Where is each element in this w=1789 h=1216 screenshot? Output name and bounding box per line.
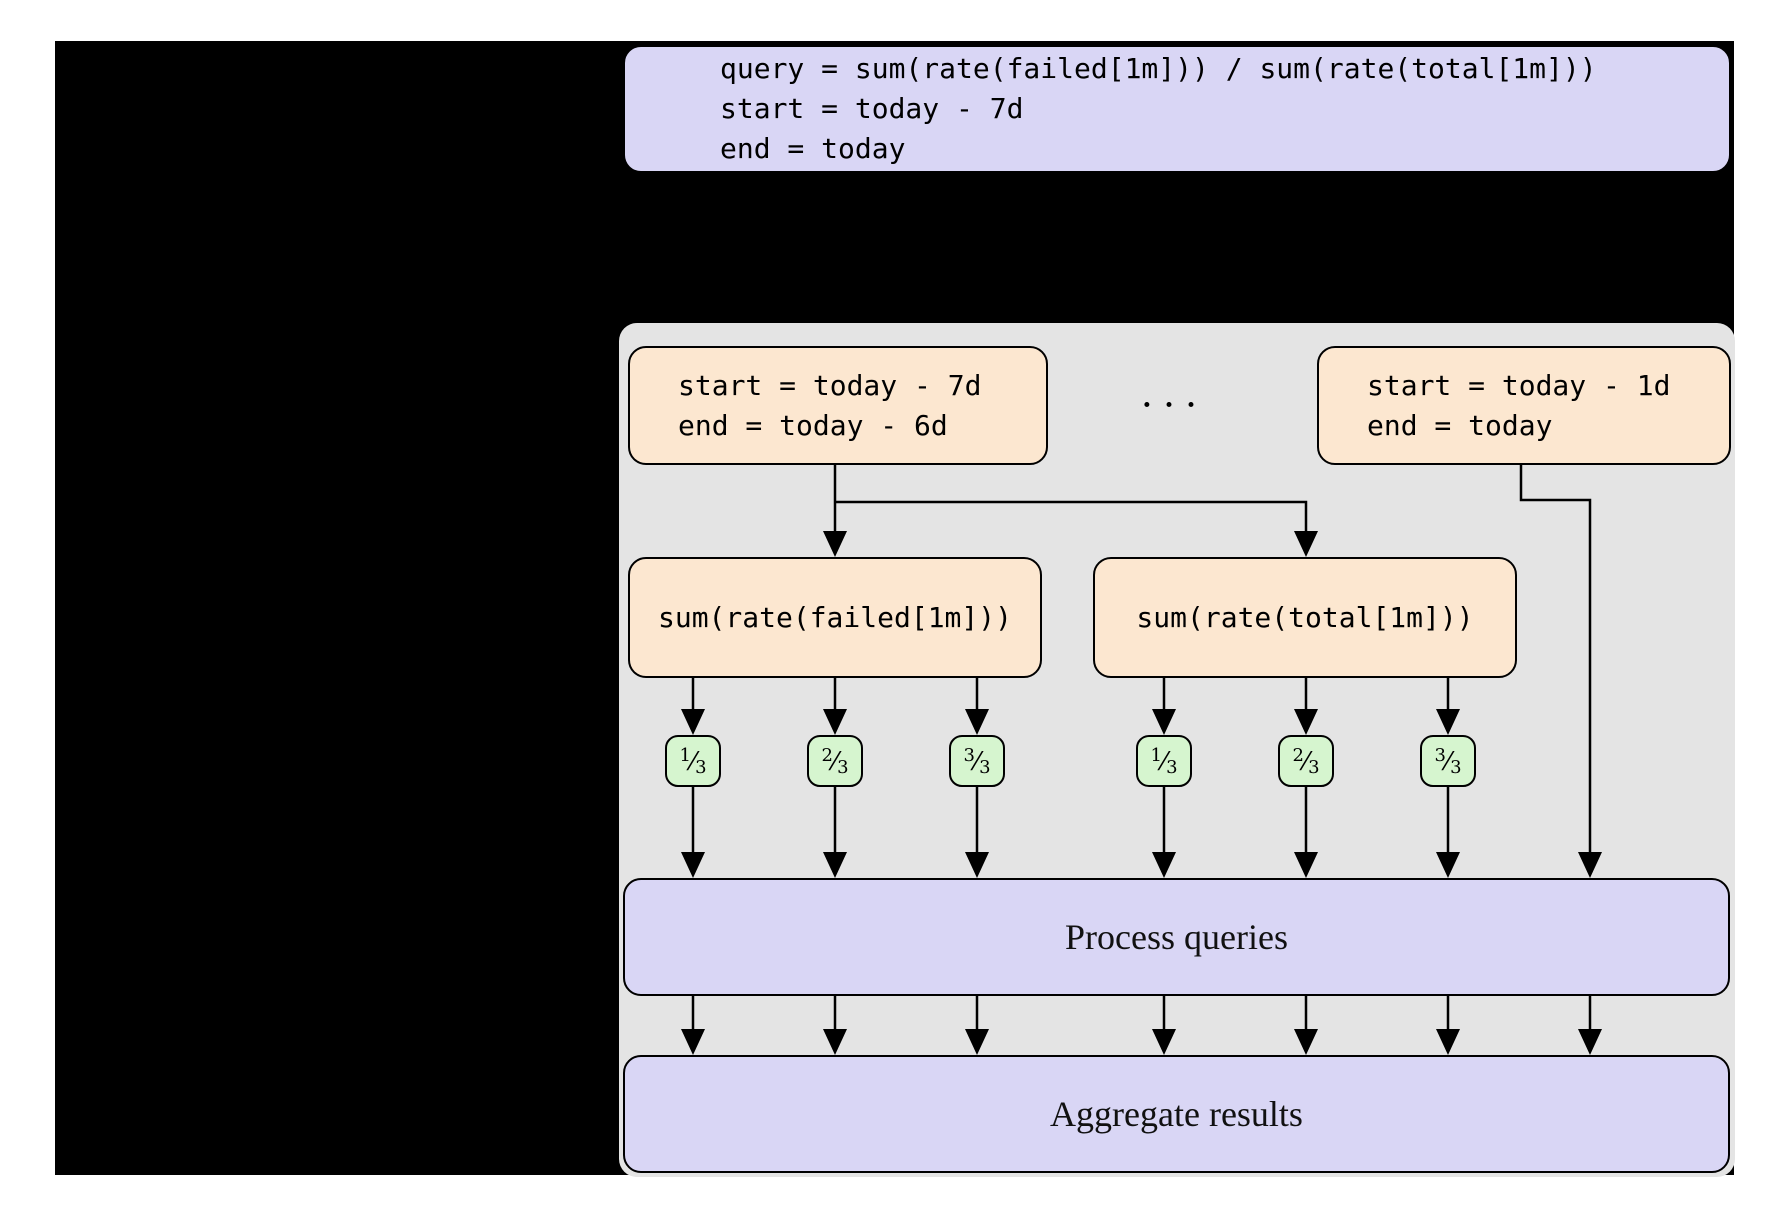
query-expression: query = sum(rate(failed[1m])) / sum(rate… [720, 52, 1597, 85]
time-range-box-first: start = today - 7d end = today - 6d [628, 346, 1048, 465]
shard-node-2-of-3: 2⁄3 [807, 735, 863, 787]
process-queries-bar: Process queries [623, 878, 1730, 996]
subquery-failed-label: sum(rate(failed[1m])) [657, 601, 1012, 634]
shard-node-3-of-3-total: 3⁄3 [1420, 735, 1476, 787]
aggregate-results-bar: Aggregate results [623, 1055, 1730, 1173]
shard-node-1-of-3: 1⁄3 [665, 735, 721, 787]
range-start: start = today - 7d [678, 368, 982, 402]
range-start: start = today - 1d [1367, 368, 1671, 402]
ellipsis: ··· [1140, 383, 1208, 427]
range-end: end = today - 6d [678, 408, 948, 442]
query-end: end = today [720, 132, 906, 165]
shard-node-3-of-3: 3⁄3 [949, 735, 1005, 787]
process-queries-label: Process queries [1065, 917, 1288, 957]
query-definition-box: query = sum(rate(failed[1m])) / sum(rate… [623, 45, 1731, 173]
shard-node-1-of-3-total: 1⁄3 [1136, 735, 1192, 787]
range-end: end = today [1367, 408, 1553, 442]
query-start: start = today - 7d [720, 92, 1024, 125]
subquery-total-box: sum(rate(total[1m])) [1093, 557, 1517, 678]
shard-node-2-of-3-total: 2⁄3 [1278, 735, 1334, 787]
subquery-total-label: sum(rate(total[1m])) [1136, 601, 1474, 634]
aggregate-results-label: Aggregate results [1050, 1094, 1303, 1134]
time-range-box-last: start = today - 1d end = today [1317, 346, 1731, 465]
subquery-failed-box: sum(rate(failed[1m])) [628, 557, 1042, 678]
